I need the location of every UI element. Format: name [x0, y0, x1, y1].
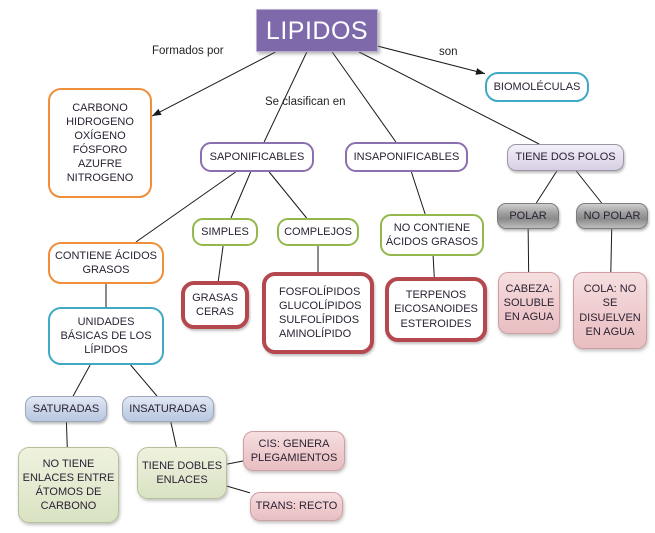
edge-no-polar-cola — [610, 228, 613, 273]
node-saturadas[interactable]: SATURADAS — [25, 396, 107, 422]
node-polar[interactable]: POLAR — [497, 203, 559, 229]
edge-tiene-dos-polos-no-polar — [575, 170, 603, 204]
node-terpenos-lista[interactable]: TERPENOS EICOSANOIDES ESTEROIDES — [385, 277, 487, 342]
edge-tiene-dos-polos-polar — [535, 170, 558, 204]
node-unidades-basicas[interactable]: UNIDADES BÁSICAS DE LOS LÍPIDOS — [48, 307, 164, 365]
node-no-contiene-acidos[interactable]: NO CONTIENE ÁCIDOS GRASOS — [380, 214, 484, 256]
node-contiene-acidos[interactable]: CONTIENE ÁCIDOS GRASOS — [48, 242, 164, 284]
node-no-tiene-enlaces[interactable]: NO TIENE ENLACES ENTRE ÁTOMOS DE CARBONO — [18, 447, 119, 523]
node-elementos[interactable]: CARBONO HIDROGENO OXÍGENO FÓSFORO AZUFRE… — [48, 88, 152, 198]
edge-insaturadas-tiene-dobles — [170, 421, 177, 448]
edge-tiene-dobles-trans — [226, 485, 251, 494]
edge-tiene-dobles-cis — [226, 460, 244, 465]
edge-unidades-insaturadas — [130, 364, 158, 397]
node-saponificables[interactable]: SAPONIFICABLES — [200, 142, 314, 172]
edge-simples-grasas — [217, 245, 224, 282]
node-complejos-lista[interactable]: FOSFOLÍPIDOS GLUCOLÍPIDOS SULFOLÍPIDOS A… — [262, 272, 374, 354]
edge-saturadas-no-tiene — [65, 421, 68, 448]
node-tiene-dos-polos[interactable]: TIENE DOS POLOS — [507, 144, 624, 171]
edge-label-son: son — [439, 46, 458, 58]
node-no-polar[interactable]: NO POLAR — [576, 203, 648, 229]
node-simples[interactable]: SIMPLES — [192, 218, 258, 246]
edge-no-contiene-terpenos — [432, 255, 435, 278]
node-cola[interactable]: COLA: NO SE DISUELVEN EN AGUA — [573, 272, 647, 349]
node-complejos[interactable]: COMPLEJOS — [277, 218, 359, 246]
node-cabeza[interactable]: CABEZA: SOLUBLE EN AGUA — [498, 272, 560, 334]
edge-saponificables-simples — [230, 171, 252, 219]
edge-saponificables-complejos — [268, 171, 308, 219]
node-cis[interactable]: CIS: GENERA PLEGAMIENTOS — [243, 431, 345, 471]
node-insaponificables[interactable]: INSAPONIFICABLES — [345, 142, 468, 172]
edge-label-se-clasifican-en: Se clasifican en — [265, 96, 346, 108]
edge-insaponificables-no-contiene — [410, 171, 426, 215]
node-insaturadas[interactable]: INSATURADAS — [122, 396, 214, 422]
edge-lipidos-biomoleculas — [377, 45, 486, 75]
node-tiene-dobles[interactable]: TIENE DOBLES ENLACES — [137, 447, 227, 499]
edge-unidades-saturadas — [72, 364, 91, 397]
node-trans[interactable]: TRANS: RECTO — [250, 492, 343, 521]
node-biomoleculas[interactable]: BIOMOLÉCULAS — [485, 72, 589, 102]
edge-lipidos-elementos — [151, 51, 276, 117]
node-lipidos[interactable]: LIPIDOS — [256, 9, 378, 52]
edge-label-formados-por: Formados por — [152, 45, 224, 57]
node-grasas-ceras[interactable]: GRASAS CERAS — [181, 281, 249, 329]
